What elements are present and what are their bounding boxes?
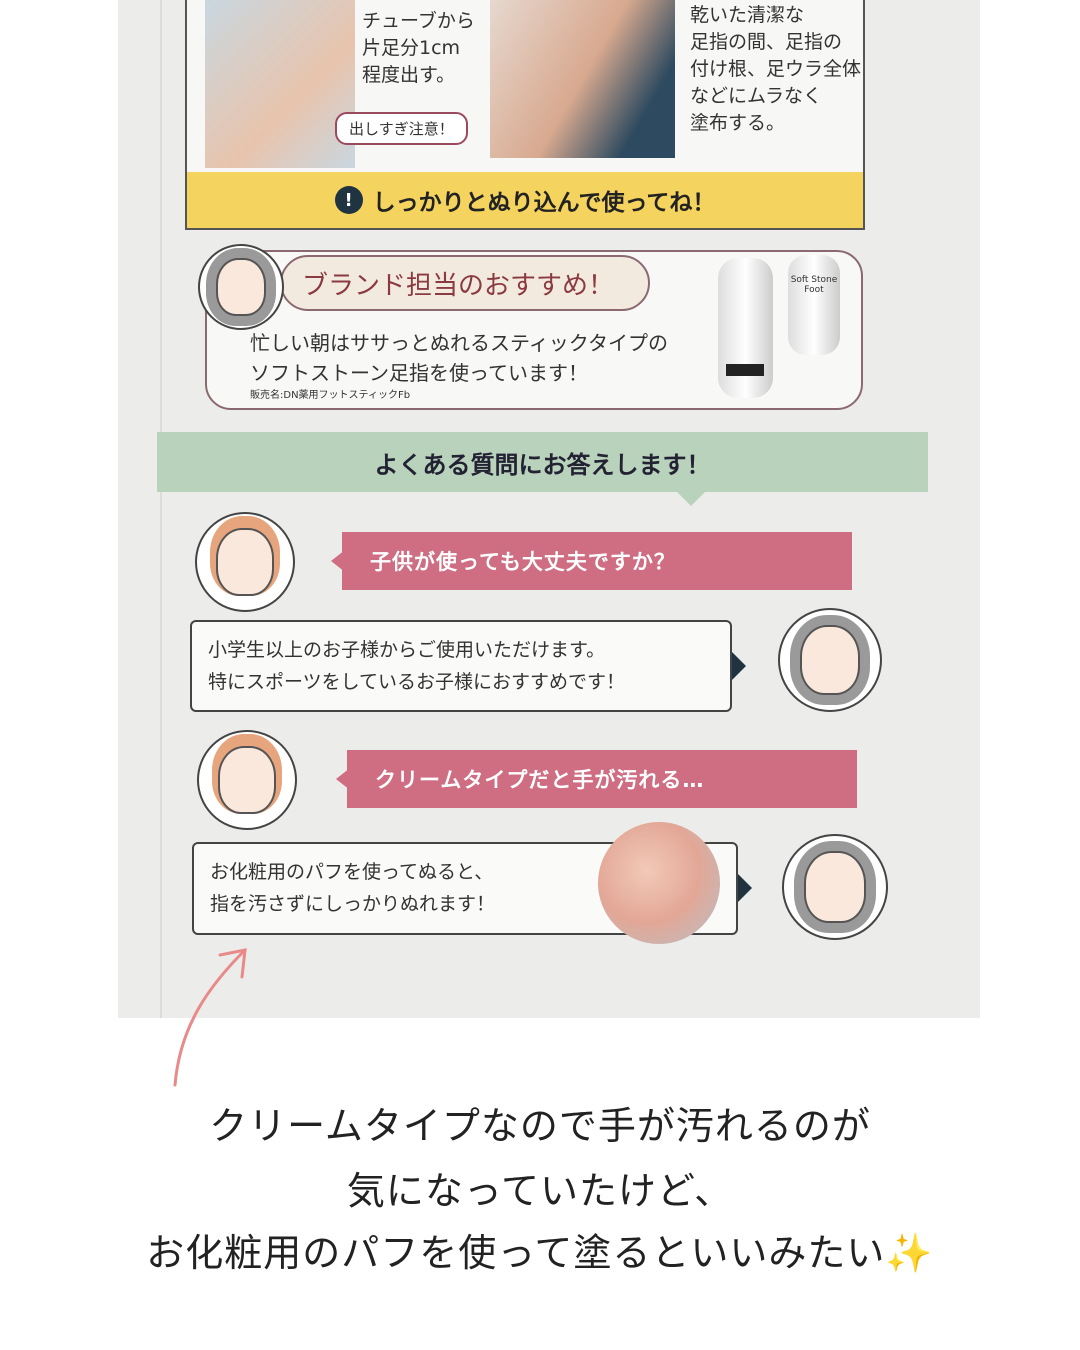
text-line: お化粧用のパフを使ってぬると、: [210, 861, 494, 883]
recommend-title: ブランド担当のおすすめ！: [280, 255, 650, 311]
text-line: 小学生以上のお子様からご使用いただけます。: [208, 639, 606, 661]
text-line: 片足分1cm: [362, 37, 461, 59]
text-line: チューブから: [362, 10, 475, 32]
question-bubble: クリームタイプだと手が汚れる…: [336, 750, 857, 808]
arrow-icon: [173, 948, 247, 1087]
staff-avatar: [198, 244, 284, 330]
recommend-text: 忙しい朝はササっとぬれるスティックタイプの ソフトストーン足指を使っています！ …: [250, 328, 668, 404]
page-fold: [160, 0, 162, 1018]
text-line: 程度出す。: [362, 64, 456, 86]
caption-line: クリームタイプなので手が汚れるのが: [209, 1104, 871, 1148]
answer-box: 小学生以上のお子様からご使用いただけます。 特にスポーツをしているお子様におすす…: [190, 620, 746, 712]
text-line: 忙しい朝はササっとぬれるスティックタイプの: [250, 331, 668, 355]
text-line: 指を汚さずにしっかりぬれます！: [210, 893, 496, 915]
faq-heading-text: よくある質問にお答えします！: [374, 450, 711, 479]
customer-avatar: [197, 730, 297, 830]
text-line: 特にスポーツをしているお子様におすすめです！: [208, 671, 626, 693]
notice-text: しっかりとぬり込んで使ってね！: [372, 190, 716, 216]
product-note: 販売名:DN薬用フットスティックFb: [250, 390, 411, 401]
text-line: ソフトストーン足指を使っています！: [250, 361, 588, 385]
text-line: 付け根、足ウラ全体: [690, 58, 862, 80]
foot-stick-product: [718, 258, 773, 398]
feet-photo: [490, 0, 675, 158]
text-line: 足指の間、足指の: [690, 31, 843, 53]
customer-avatar: [195, 512, 295, 612]
notice-bar: ! しっかりとぬり込んで使ってね！: [187, 172, 863, 228]
step2-text: 乾いた清潔な 足指の間、足指の 付け根、足ウラ全体 などにムラなく 塗布する。: [690, 2, 861, 137]
caption-line: 気になっていたけど、: [346, 1169, 734, 1213]
product-cap: Soft Stone Foot: [788, 255, 840, 355]
faq-heading: よくある質問にお答えします！: [157, 432, 928, 506]
caution-callout: 出しすぎ注意！: [335, 112, 468, 145]
staff-avatar: [778, 608, 882, 712]
tube-hand-photo: [205, 0, 355, 168]
step1-text: チューブから 片足分1cm 程度出す。: [362, 8, 475, 89]
caption-line: お化粧用のパフを使って塗るといいみたい✨: [146, 1231, 934, 1275]
exclamation-icon: !: [334, 186, 363, 214]
text-line: 塗布する。: [690, 112, 786, 134]
puff-photo: [598, 822, 720, 944]
question-bubble: 子供が使っても大丈夫ですか？: [331, 532, 852, 590]
text-line: 乾いた清潔な: [690, 4, 805, 26]
staff-avatar: [782, 834, 888, 940]
text-line: などにムラなく: [690, 85, 823, 107]
